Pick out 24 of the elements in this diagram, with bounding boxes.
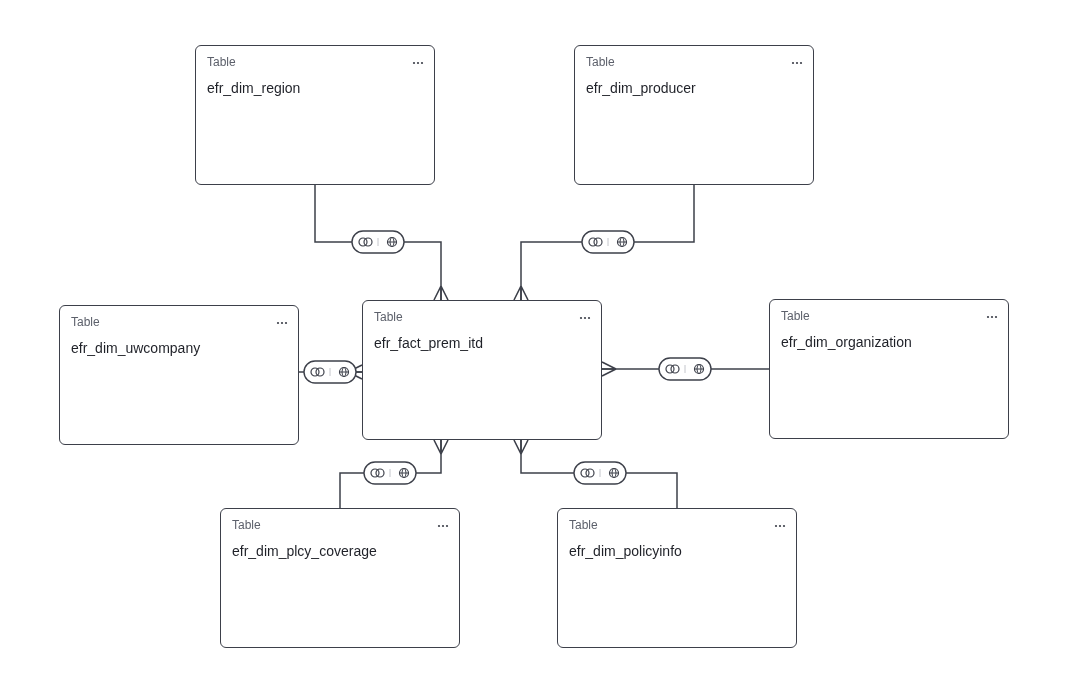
- table-name: efr_dim_producer: [586, 80, 696, 96]
- table-type-label: Table: [374, 310, 403, 324]
- table-name: efr_fact_prem_itd: [374, 335, 483, 351]
- table-card: [557, 508, 797, 648]
- table-card: [195, 45, 435, 185]
- table-type-label: Table: [781, 309, 810, 323]
- table-type-label: Table: [207, 55, 236, 69]
- table-name: efr_dim_uwcompany: [71, 340, 201, 356]
- table-type-label: Table: [569, 518, 598, 532]
- table-name: efr_dim_plcy_coverage: [232, 543, 377, 559]
- table-type-label: Table: [232, 518, 261, 532]
- relationship-line: [513, 184, 695, 301]
- table-card: [362, 300, 602, 440]
- table-card: [574, 45, 814, 185]
- table-name: efr_dim_organization: [781, 334, 912, 350]
- table-name: efr_dim_policyinfo: [569, 543, 682, 559]
- table-type-label: Table: [71, 315, 100, 329]
- table-card: [220, 508, 460, 648]
- table-name: efr_dim_region: [207, 80, 301, 96]
- table-card: [769, 299, 1009, 439]
- relationship-line: [314, 184, 449, 301]
- table-type-label: Table: [586, 55, 615, 69]
- table-card: [59, 305, 299, 445]
- relationship-line: [513, 439, 678, 509]
